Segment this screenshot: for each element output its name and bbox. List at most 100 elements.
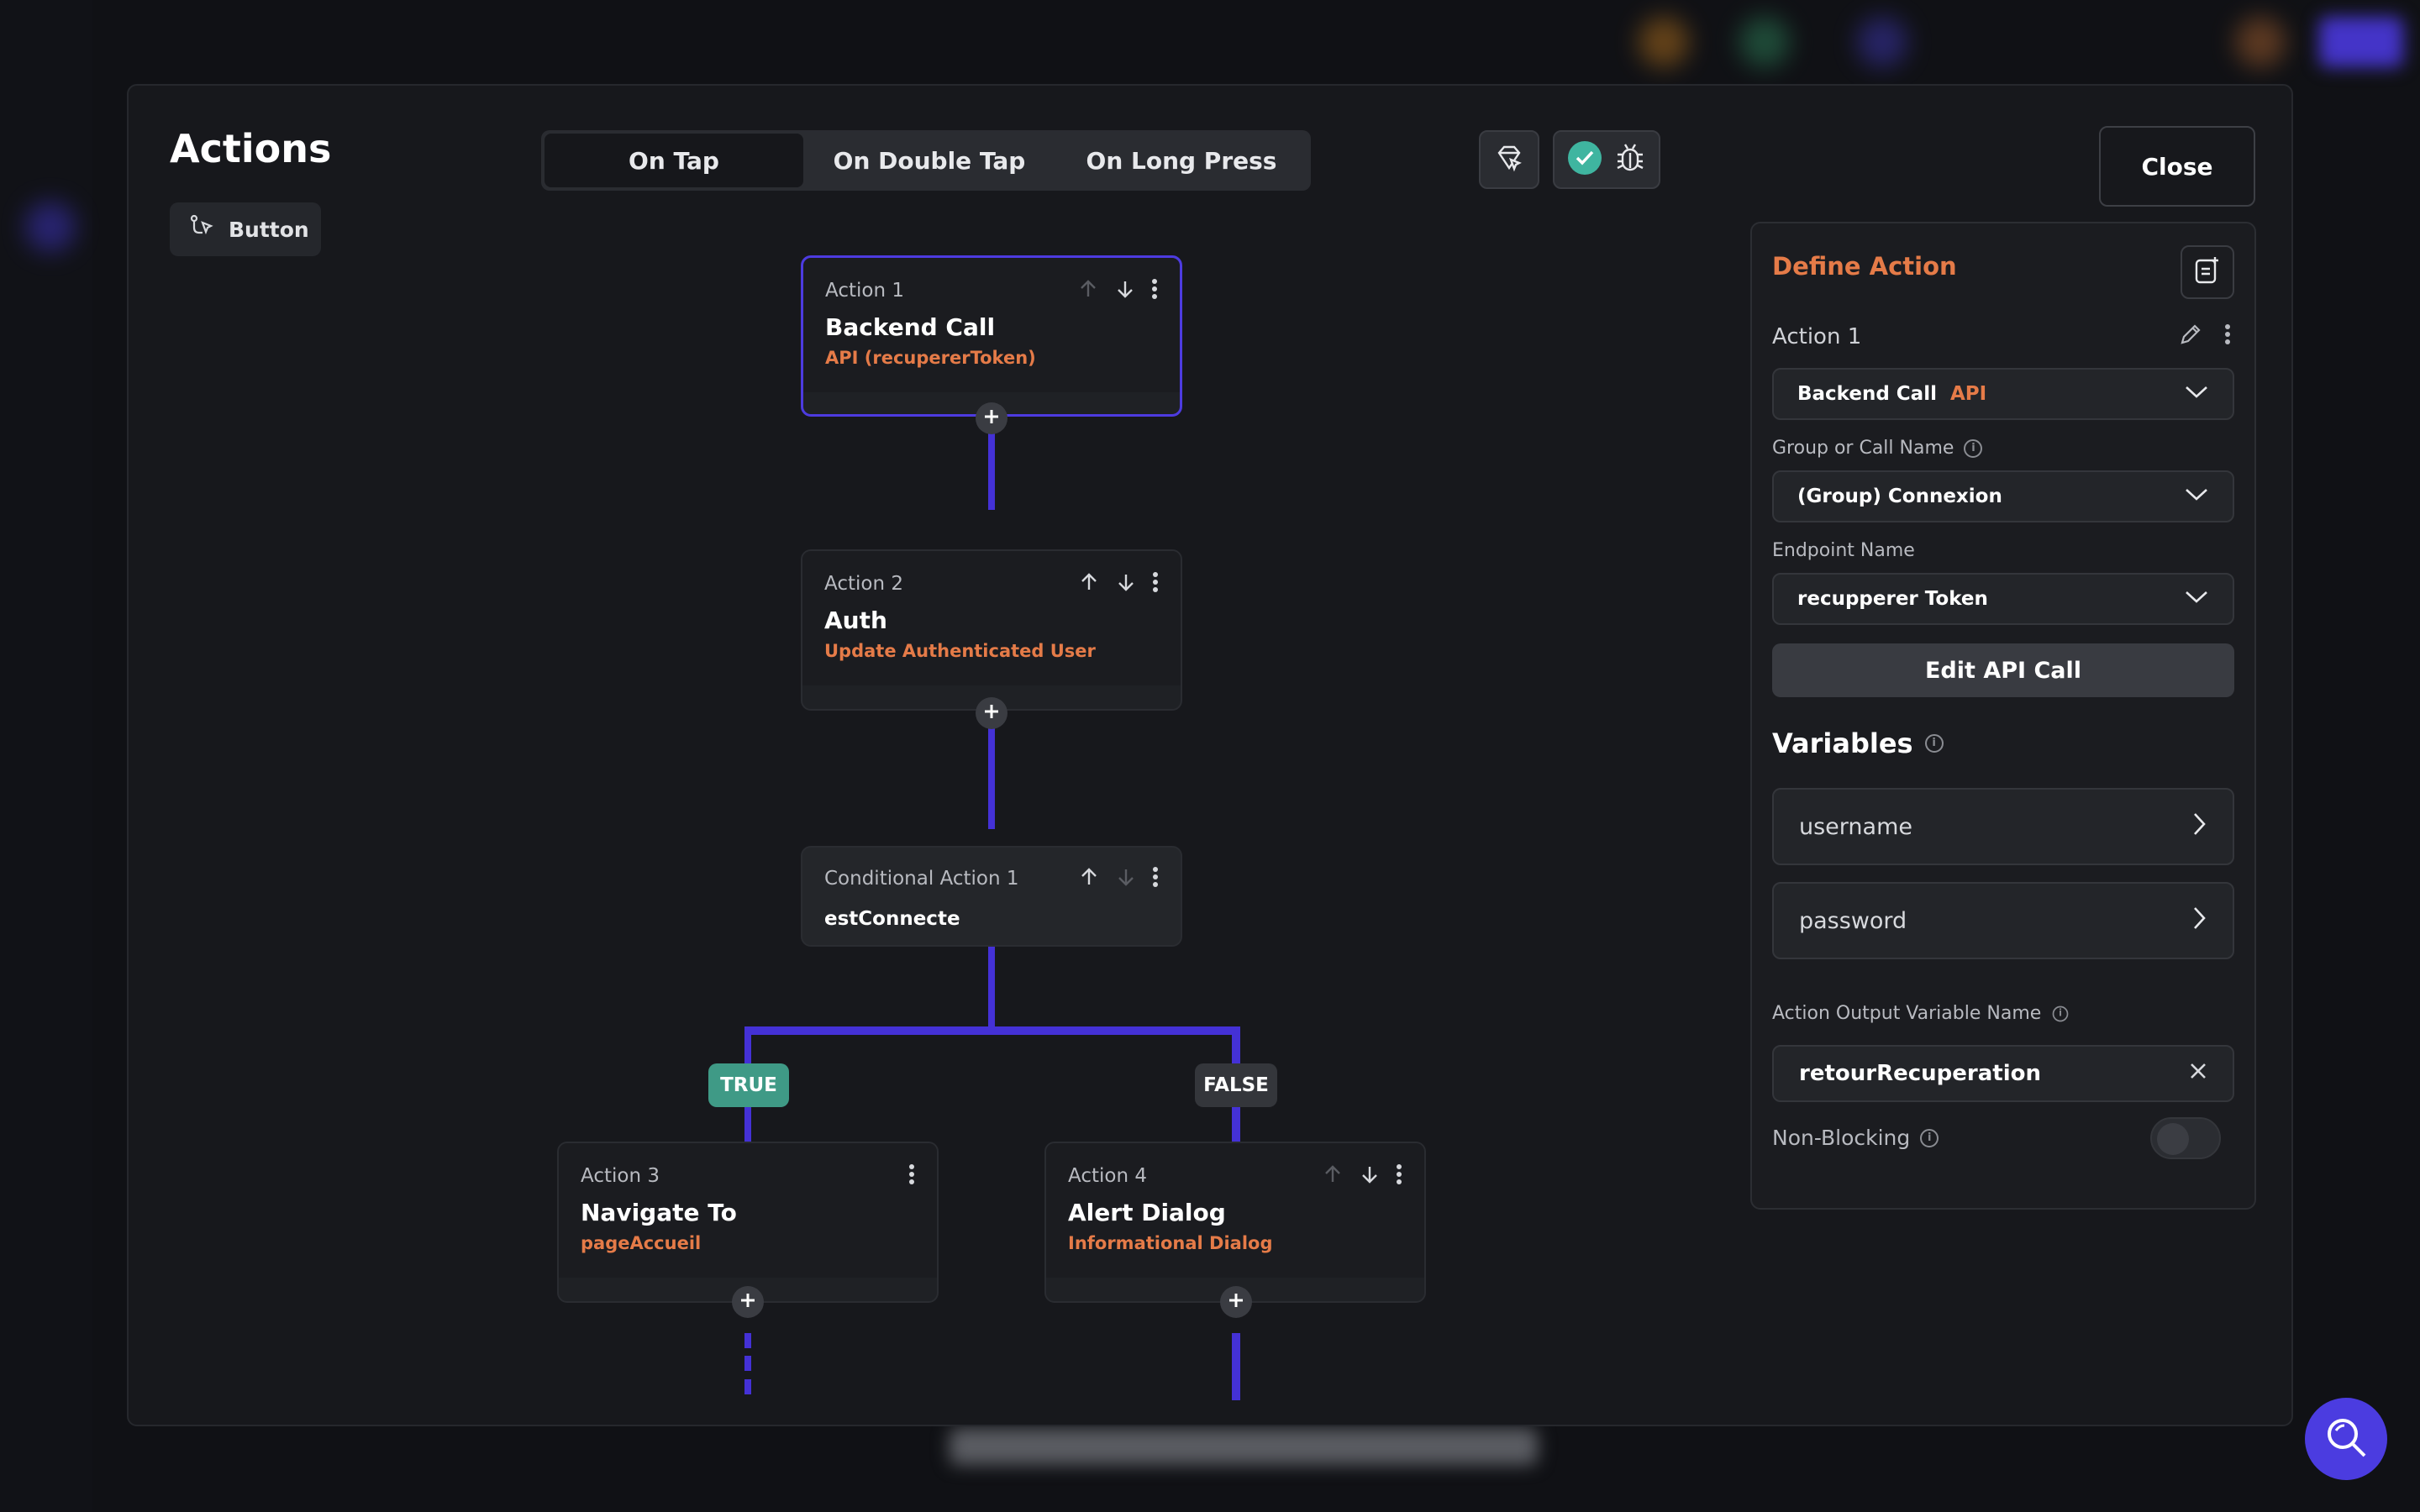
search-fab[interactable] xyxy=(2305,1398,2387,1480)
branch-connector xyxy=(744,1026,1232,1035)
more-options-icon[interactable] xyxy=(2224,323,2231,349)
tab-on-long-press[interactable]: On Long Press xyxy=(1086,146,1277,175)
variable-name: password xyxy=(1799,907,1907,934)
tab-on-double-tap[interactable]: On Double Tap xyxy=(833,146,1026,175)
dashed-connector xyxy=(744,1356,751,1371)
conditional-name: estConnecte xyxy=(824,908,960,930)
endpoint-select[interactable]: recupperer Token xyxy=(1772,573,2234,625)
background-blur xyxy=(950,1428,1538,1465)
nonblocking-label: Non-Blocking i xyxy=(1772,1126,1939,1150)
plus-icon xyxy=(983,408,1000,428)
action-label: Action 2 xyxy=(824,573,903,595)
add-action-button[interactable] xyxy=(976,402,1007,434)
trigger-tabs: On Tap On Double Tap On Long Press xyxy=(541,130,1311,191)
edit-api-call-button[interactable]: Edit API Call xyxy=(1772,643,2234,697)
tab-on-tap[interactable]: On Tap xyxy=(544,134,803,187)
action-card-2[interactable]: Action 2 Auth Update Authenticated User xyxy=(801,549,1182,711)
false-branch-badge: FALSE xyxy=(1195,1063,1277,1107)
more-options-icon[interactable] xyxy=(908,1163,915,1185)
info-icon[interactable]: i xyxy=(1924,734,1944,753)
action-label: Action 4 xyxy=(1068,1165,1147,1187)
define-action-panel: Define Action Action 1 Backend Call API … xyxy=(1750,222,2256,1210)
nonblocking-toggle[interactable] xyxy=(2150,1117,2221,1159)
group-label: Group or Call Name i xyxy=(1772,438,1983,459)
chevron-right-icon xyxy=(2191,906,2207,937)
move-down-icon[interactable] xyxy=(1115,866,1137,888)
search-icon xyxy=(2323,1414,2370,1464)
output-variable-input[interactable]: retourRecuperation xyxy=(1772,1045,2234,1102)
close-button[interactable]: Close xyxy=(2099,126,2255,207)
background-blur xyxy=(2235,17,2286,67)
action-name: Navigate To xyxy=(581,1199,737,1226)
variable-name: username xyxy=(1799,813,1912,840)
check-icon[interactable] xyxy=(1567,140,1602,179)
move-down-icon[interactable] xyxy=(1115,571,1137,593)
endpoint-value: recupperer Token xyxy=(1797,588,1988,610)
nonblocking-label-text: Non-Blocking xyxy=(1772,1126,1911,1150)
action-name: Auth xyxy=(824,606,887,634)
chevron-down-icon xyxy=(2184,486,2209,507)
dashed-connector xyxy=(744,1379,751,1394)
validate-debug-group[interactable] xyxy=(1553,130,1660,189)
modal-title: Actions xyxy=(170,126,332,171)
ai-gem-icon xyxy=(1492,141,1526,178)
variables-header: Variables i xyxy=(1772,727,1944,759)
info-icon[interactable]: i xyxy=(1964,438,1983,458)
more-options-icon[interactable] xyxy=(1152,866,1159,888)
endpoint-label: Endpoint Name xyxy=(1772,540,1915,561)
flow-connector xyxy=(988,947,995,1032)
background-blur xyxy=(1739,17,1790,67)
action-card-4[interactable]: Action 4 Alert Dialog Informational Dial… xyxy=(1044,1142,1426,1303)
action-subtitle: Update Authenticated User xyxy=(824,641,1096,661)
variables-title: Variables xyxy=(1772,727,1913,759)
action-name: Backend Call xyxy=(825,313,996,341)
plus-icon xyxy=(1228,1292,1244,1312)
output-variable-value: retourRecuperation xyxy=(1799,1061,2041,1086)
widget-chip[interactable]: Button xyxy=(170,202,321,256)
clear-icon[interactable] xyxy=(2189,1061,2207,1086)
variable-row-password[interactable]: password xyxy=(1772,882,2234,959)
plus-icon xyxy=(739,1292,756,1312)
true-branch-badge: TRUE xyxy=(708,1063,789,1107)
more-options-icon[interactable] xyxy=(1396,1163,1402,1185)
action-type-label: Backend Call xyxy=(1797,383,1937,405)
conditional-label: Conditional Action 1 xyxy=(824,868,1019,890)
action-subtitle: pageAccueil xyxy=(581,1233,702,1253)
more-options-icon[interactable] xyxy=(1152,571,1159,593)
info-icon[interactable]: i xyxy=(1920,1128,1939,1147)
more-options-icon[interactable] xyxy=(1151,278,1158,300)
add-action-button[interactable] xyxy=(732,1286,764,1318)
group-label-text: Group or Call Name xyxy=(1772,438,1954,459)
plus-icon xyxy=(983,703,1000,723)
flow-connector xyxy=(988,711,995,829)
actions-modal: Actions Button On Tap On Double Tap On L… xyxy=(127,84,2293,1426)
selected-action-name: Action 1 xyxy=(1772,324,1862,349)
add-action-button[interactable] xyxy=(1220,1286,1252,1318)
action-name: Alert Dialog xyxy=(1068,1199,1226,1226)
action-label: Action 1 xyxy=(825,280,904,302)
move-up-icon[interactable] xyxy=(1078,866,1100,888)
group-select[interactable]: (Group) Connexion xyxy=(1772,470,2234,522)
move-down-icon[interactable] xyxy=(1359,1163,1381,1185)
panel-title: Define Action xyxy=(1772,252,1957,281)
background-blur xyxy=(25,202,76,252)
action-card-1[interactable]: Action 1 Backend Call API (recupererToke… xyxy=(801,255,1182,417)
action-card-3[interactable]: Action 3 Navigate To pageAccueil xyxy=(557,1142,939,1303)
document-add-icon xyxy=(2193,255,2222,289)
action-type-select[interactable]: Backend Call API xyxy=(1772,368,2234,420)
add-action-button[interactable] xyxy=(976,697,1007,729)
info-icon[interactable]: i xyxy=(2052,1005,2069,1021)
move-up-icon[interactable] xyxy=(1077,278,1099,300)
doc-add-button[interactable] xyxy=(2181,245,2234,299)
widget-chip-label: Button xyxy=(229,217,309,242)
move-up-icon[interactable] xyxy=(1322,1163,1344,1185)
bug-icon[interactable] xyxy=(1614,141,1646,178)
move-up-icon[interactable] xyxy=(1078,571,1100,593)
dashed-connector xyxy=(744,1333,751,1348)
chevron-right-icon xyxy=(2191,811,2207,843)
conditional-action-card[interactable]: Conditional Action 1 estConnecte xyxy=(801,846,1182,947)
edit-icon[interactable] xyxy=(2179,323,2202,349)
move-down-icon[interactable] xyxy=(1114,278,1136,300)
variable-row-username[interactable]: username xyxy=(1772,788,2234,865)
ai-action-button[interactable] xyxy=(1479,130,1539,189)
